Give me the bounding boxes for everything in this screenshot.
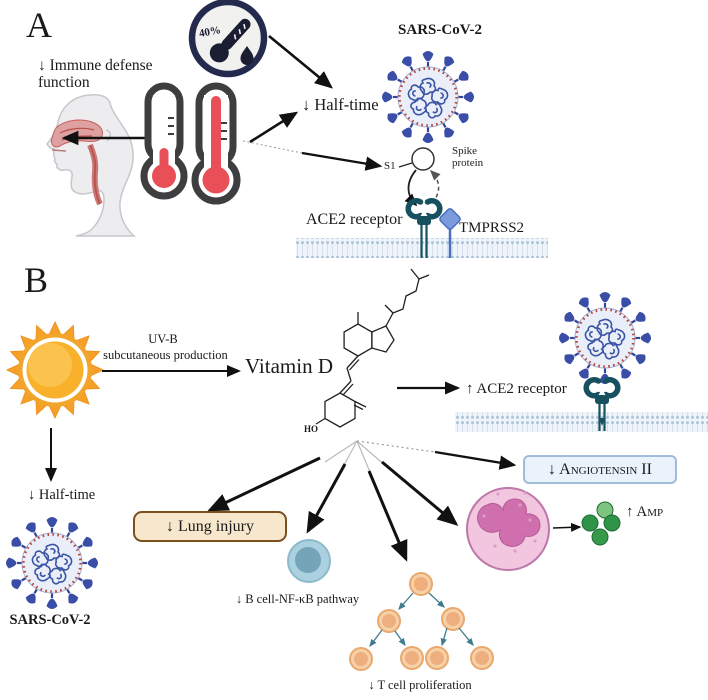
- tmprss2-label: TMPRSS2: [459, 220, 525, 236]
- human-airway-profile-icon: [46, 94, 136, 237]
- s1-label: S1: [384, 160, 396, 172]
- ace2-up-label: ↑ ACE2 receptor: [466, 381, 567, 397]
- b-cell-pathway-label: ↓ B cell-NF-κB pathway: [235, 592, 360, 606]
- dotted-lead-line: [242, 140, 303, 154]
- amp-peptides-icon: [581, 501, 621, 546]
- arrow-humidity-to-halftime: [268, 34, 334, 89]
- angiotensin-label: ↓ Angiotensin II: [548, 460, 652, 478]
- immune-cell-icon: [466, 487, 550, 571]
- ace2-receptor-icon-b: [586, 380, 618, 431]
- angiotensin-box: ↓ Angiotensin II: [523, 455, 677, 484]
- b-cell-icon: [287, 539, 331, 583]
- cell-membrane-b: [455, 412, 708, 432]
- thermometer-high-icon: [191, 82, 241, 205]
- half-time-label-a: ↓ Half-time: [302, 95, 379, 114]
- vitd-effect-arrows: [207, 440, 517, 562]
- immune-defense-label: ↓ Immune defense function: [38, 57, 153, 92]
- t-cell-proliferation-tree: [349, 572, 494, 671]
- tmprss2-icon: [439, 208, 461, 258]
- ace2-receptor-label-a: ACE2 receptor: [306, 211, 403, 228]
- sars-cov-2-virion-icon-a: [382, 51, 474, 143]
- panel-a-label: A: [26, 5, 52, 45]
- arrow-to-s1: [301, 151, 383, 171]
- t-cell-proliferation-label: ↓ T cell proliferation: [368, 678, 472, 692]
- uvb-label: UV-B: [148, 332, 178, 346]
- sars-cov-2-label-a: SARS-CoV-2: [398, 22, 482, 38]
- lung-injury-box: ↓ Lung injury: [133, 511, 287, 542]
- spike-protein-diagram: [398, 147, 441, 207]
- spike-protein-label: Spike protein: [452, 145, 484, 170]
- hydroxyl-label: HO: [304, 424, 319, 434]
- humidity-temperature-icon: [188, 0, 268, 78]
- sars-cov-2-virion-icon-b: [559, 292, 651, 384]
- lung-injury-label: ↓ Lung injury: [166, 517, 254, 535]
- arrow-thermo-to-halftime: [249, 111, 299, 144]
- sun-icon: [6, 321, 104, 419]
- spike-protein-circle: [411, 147, 435, 171]
- uvb-production-label: subcutaneous production: [103, 348, 228, 362]
- thermometer-low-icon: [140, 82, 188, 200]
- sars-cov-2-virion-icon-b-left: [6, 517, 98, 609]
- half-time-label-b: ↓ Half-time: [28, 487, 96, 503]
- panel-b-label: B: [24, 260, 49, 300]
- amp-label: ↑ Amp: [626, 504, 664, 520]
- vitamin-d-structure-icon: [315, 268, 430, 428]
- sars-cov-2-label-b: SARS-CoV-2: [9, 612, 91, 628]
- vitamin-d-label: Vitamin D: [245, 354, 333, 378]
- ace2-receptor-icon-a: [408, 201, 440, 258]
- arrow-cell-to-amp: [552, 522, 582, 532]
